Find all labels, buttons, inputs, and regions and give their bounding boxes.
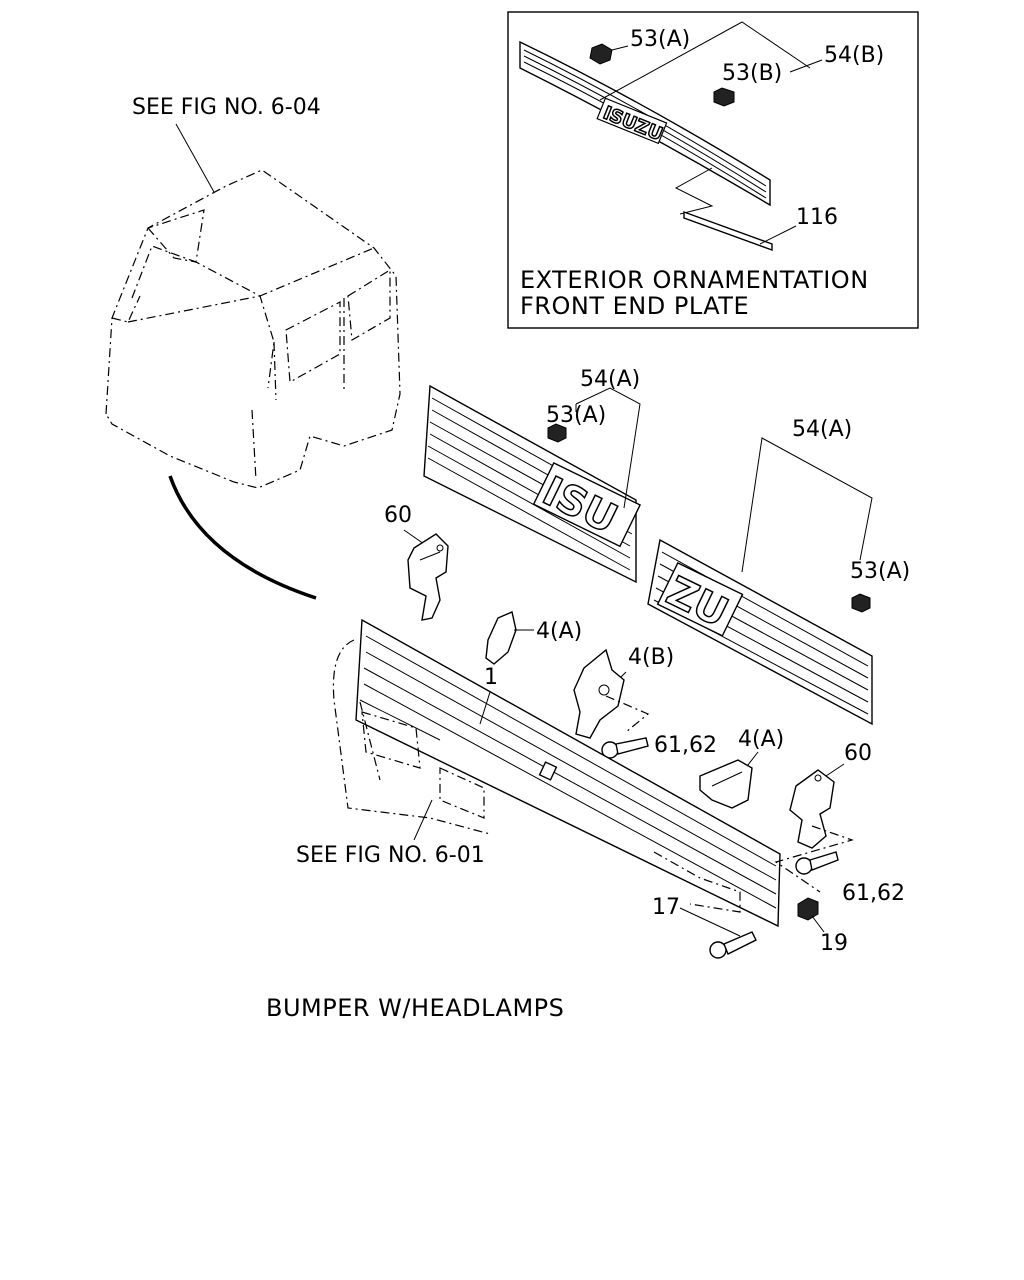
strip-116 bbox=[683, 211, 773, 251]
front-bumper-1 bbox=[332, 618, 781, 928]
inset-title-line2: FRONT END PLATE bbox=[520, 292, 749, 320]
clip-53a-right bbox=[851, 593, 871, 613]
callout-4a-low: 4(A) bbox=[738, 727, 784, 752]
callout-4b: 4(B) bbox=[628, 645, 674, 670]
diagram-caption: BUMPER W/HEADLAMPS bbox=[266, 994, 564, 1022]
bracket-4a-low bbox=[699, 759, 753, 809]
bolt-17 bbox=[709, 931, 757, 959]
clip-53b bbox=[713, 87, 735, 107]
bracket-60-left bbox=[407, 533, 449, 621]
callout-116: 116 bbox=[796, 205, 838, 230]
bracket-60-right bbox=[789, 769, 835, 849]
callout-60-left: 60 bbox=[384, 503, 412, 528]
callout-61-62-mid: 61,62 bbox=[654, 733, 717, 758]
callout-1: 1 bbox=[484, 665, 498, 690]
callout-53b: 53(B) bbox=[722, 61, 782, 86]
cab-outline: SEE FIG NO. 6-04 bbox=[105, 95, 401, 600]
see-fig-604-label: SEE FIG NO. 6-04 bbox=[132, 95, 321, 120]
see-fig-601-label: SEE FIG NO. 6-01 bbox=[296, 843, 485, 868]
inset-title-line1: EXTERIOR ORNAMENTATION bbox=[520, 266, 869, 294]
callout-53a-right: 53(A) bbox=[850, 559, 910, 584]
nut-19 bbox=[797, 897, 819, 921]
isuzu-emblem-left: ISU bbox=[532, 461, 642, 548]
bolt-61-62-mid bbox=[601, 737, 649, 759]
bracket-4b bbox=[573, 648, 625, 739]
grille-left-54a: ISU bbox=[423, 384, 642, 584]
clip-53a-left bbox=[547, 423, 567, 443]
inset-frame bbox=[507, 11, 919, 329]
weather-seal-strip bbox=[168, 475, 317, 600]
grille-right-54a: ZU bbox=[647, 538, 873, 726]
callout-53a-left: 53(A) bbox=[546, 403, 606, 428]
callout-61-62-right: 61,62 bbox=[842, 881, 905, 906]
bracket-4a-top bbox=[485, 611, 517, 665]
callout-54b: 54(B) bbox=[824, 43, 884, 68]
callout-19: 19 bbox=[820, 931, 848, 956]
inset-panel: ISUZU 53(A) 53(B) 54(B) 116 EXTERIOR ORN… bbox=[507, 11, 919, 329]
bolt-61-62-right bbox=[795, 851, 839, 875]
callout-4a-top: 4(A) bbox=[536, 619, 582, 644]
callout-54a-right: 54(A) bbox=[792, 417, 852, 442]
clip-53a-inset bbox=[589, 43, 613, 65]
callout-60-right: 60 bbox=[844, 741, 872, 766]
callout-17: 17 bbox=[652, 895, 680, 920]
callout-53a-inset: 53(A) bbox=[630, 27, 690, 52]
